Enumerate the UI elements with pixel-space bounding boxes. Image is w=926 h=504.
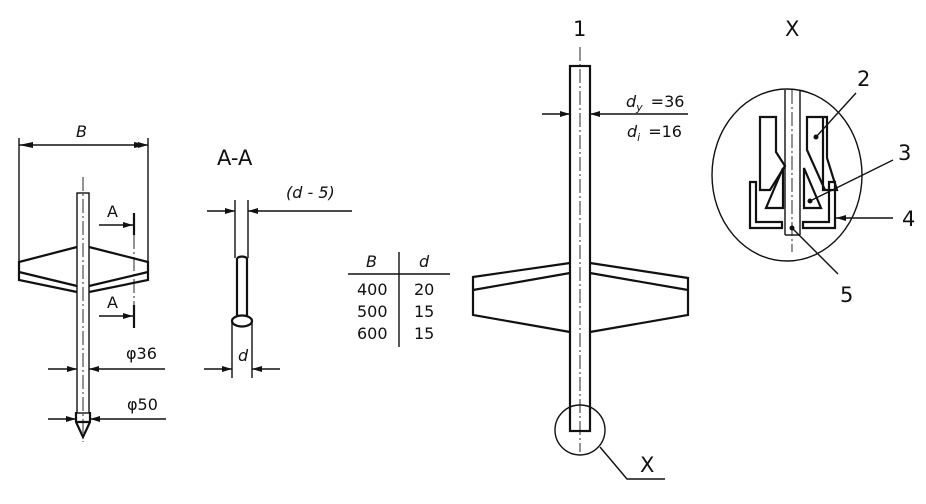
diameter-label: d (238, 346, 249, 365)
detail-title: X (785, 17, 799, 41)
outer-diameter-label: dy=36 (626, 92, 684, 114)
left-view: B A A φ36 φ50 (17, 122, 166, 442)
cone-left (764, 167, 785, 210)
tip-diameter-label: φ50 (127, 395, 158, 414)
table-cell: 500 (357, 302, 388, 321)
table-header: B (366, 252, 377, 271)
section-mark-label: A (107, 293, 118, 312)
detail-circle (554, 404, 606, 456)
cone-right (802, 167, 823, 210)
size-table: B d 400 20 500 15 600 15 (348, 252, 450, 347)
table-cell: 400 (357, 280, 388, 299)
leader-line (791, 227, 839, 275)
part-label: 3 (898, 141, 911, 165)
detail-view: X 2 3 4 5 (711, 17, 915, 307)
wedge-right (805, 115, 839, 192)
section-bar-end (230, 314, 254, 328)
right-view: 1 dy=36 di=16 X (471, 17, 690, 480)
shaft-diameter-label: φ36 (126, 344, 157, 363)
detail-leader (599, 446, 665, 480)
shaft (76, 192, 90, 414)
table-cell: 20 (414, 280, 434, 299)
part-label: 4 (902, 207, 915, 231)
part-label: 5 (840, 283, 853, 307)
width-label: B (76, 122, 87, 141)
part-number-label: 1 (573, 17, 586, 41)
table-cell: 600 (357, 324, 388, 343)
wings (471, 261, 690, 334)
part-label: 2 (857, 67, 870, 91)
table-header: d (419, 252, 430, 271)
section-view: A-A (d - 5) d (204, 146, 352, 378)
section-mark-label: A (107, 202, 118, 221)
table-cell: 15 (414, 302, 434, 321)
table-cell: 15 (414, 324, 434, 343)
shaft (568, 64, 592, 433)
section-title: A-A (217, 146, 253, 170)
dimension-arrows (19, 142, 148, 148)
inner-diameter-label: di=16 (627, 122, 682, 144)
leader-line (815, 92, 857, 138)
detail-callout-label: X (640, 453, 654, 477)
channel-right (801, 180, 837, 230)
section-bar (235, 255, 249, 316)
thickness-label: (d - 5) (286, 183, 335, 202)
wings (17, 245, 150, 294)
wedge-left (758, 115, 787, 192)
leader-line (809, 159, 894, 202)
channel-left (748, 180, 784, 230)
